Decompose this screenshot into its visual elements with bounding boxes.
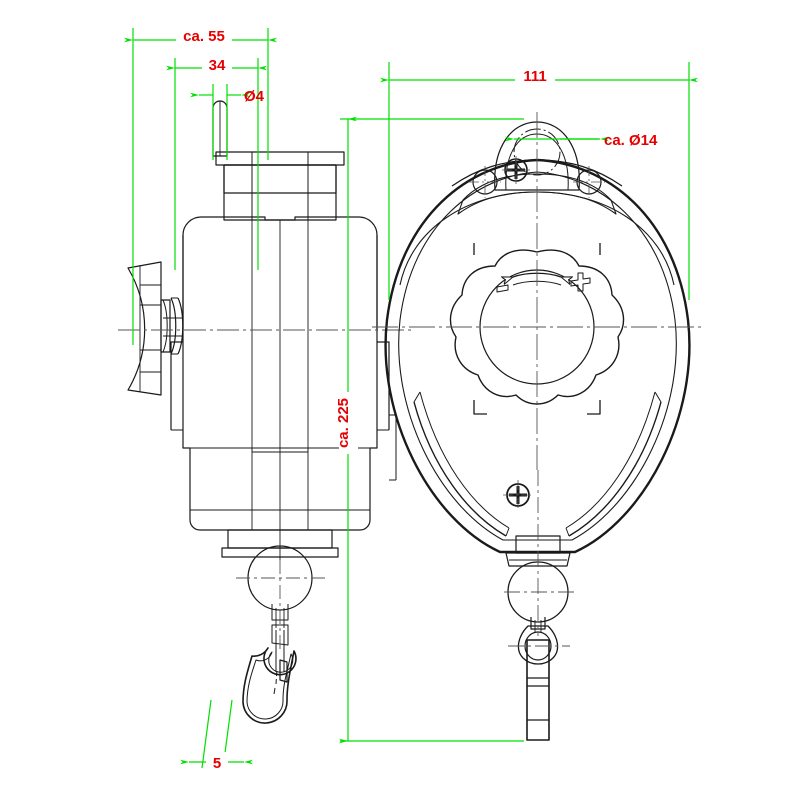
dimension-text-layer: ca. 55 34 Ø4 5 111 ca. 225 ca. Ø14 — [176, 27, 658, 772]
dimension-label-width-body: 34 — [209, 57, 226, 74]
plus-icon — [570, 272, 591, 292]
body-outline — [384, 158, 691, 554]
knob-washer-b — [177, 297, 184, 355]
snap-hook — [242, 624, 297, 724]
bottom-bushing — [505, 552, 571, 567]
body-outline-inner — [398, 171, 677, 541]
screw-top-center — [502, 156, 530, 184]
dimension-cable-diameter — [190, 84, 250, 160]
dimension-label-width-overall: ca. 55 — [183, 28, 225, 45]
knob-shaft — [160, 299, 171, 353]
front-view — [372, 112, 702, 741]
dimension-label-cable-diameter: Ø4 — [244, 88, 265, 105]
cover-tab-right — [377, 341, 390, 430]
dimension-label-height-overall: ca. 225 — [335, 398, 352, 448]
dimension-label-suspension-hole: ca. Ø14 — [604, 132, 658, 149]
minus-icon — [496, 284, 509, 293]
bottom-flange — [221, 547, 339, 558]
hole-left — [469, 166, 501, 198]
dimension-layer — [124, 28, 698, 769]
dimension-label-width-front: 111 — [523, 68, 546, 85]
hole-right — [573, 166, 605, 198]
hook-body-edge — [526, 639, 550, 741]
adjust-knob-edge — [127, 261, 162, 396]
screw-bottom-center — [503, 480, 533, 510]
dimension-label-hook-wire: 5 — [213, 755, 221, 772]
knob-washer-a — [170, 297, 177, 355]
cover-tab-left — [170, 341, 183, 430]
